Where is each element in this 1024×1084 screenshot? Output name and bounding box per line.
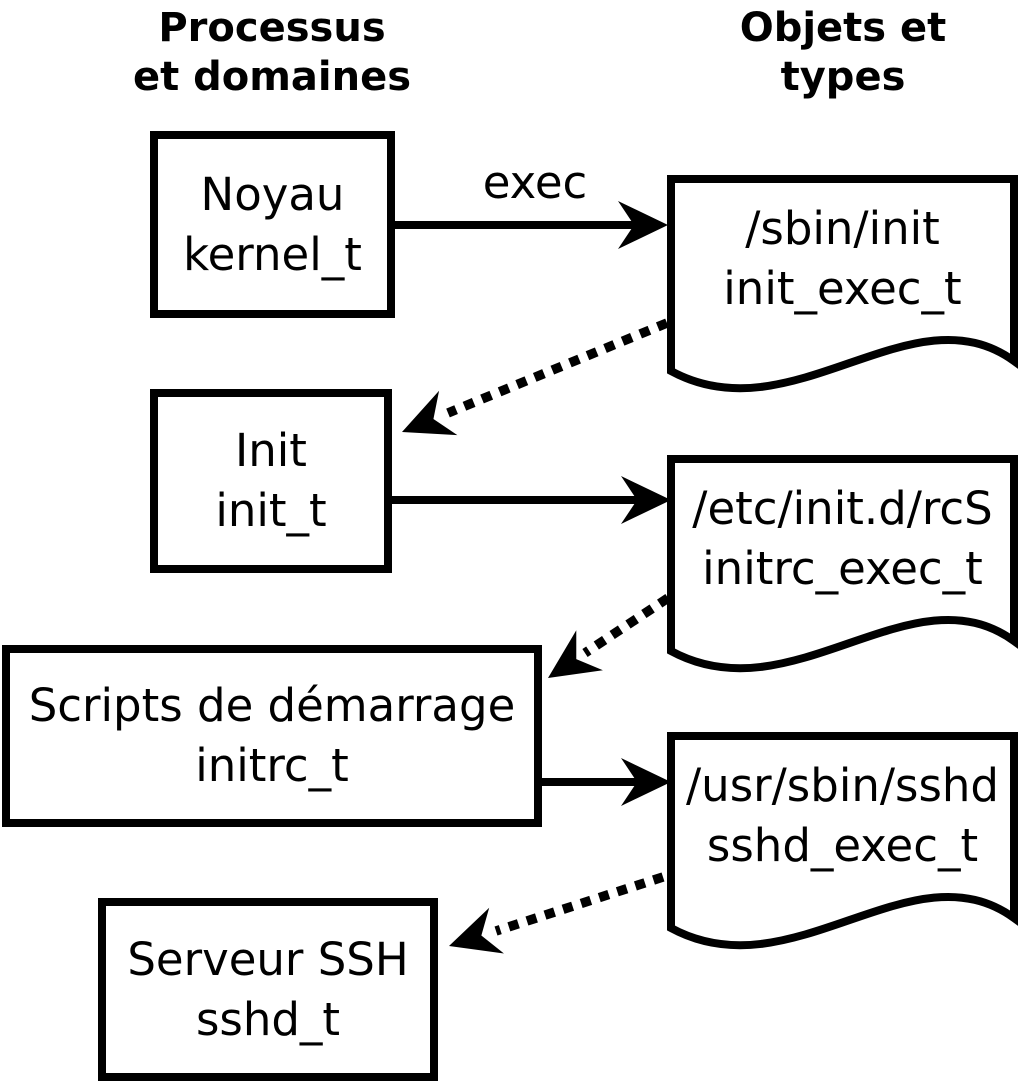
process-name: Noyau xyxy=(200,167,345,221)
process-name: Scripts de démarrage xyxy=(28,679,516,732)
process-box-kernel: Noyau kernel_t xyxy=(150,131,395,318)
process-domain: kernel_t xyxy=(183,227,362,281)
object-path: /sbin/init xyxy=(745,202,940,255)
process-domain: sshd_t xyxy=(195,992,341,1046)
object-doc-usr-sbin-sshd: /usr/sbin/sshd sshd_exec_t xyxy=(667,732,1018,964)
document-shape-icon xyxy=(667,732,1018,950)
transition-arrow-init-exec-to-init xyxy=(402,318,669,436)
exec-arrow-init-to-rcs xyxy=(388,476,671,524)
object-doc-etc-initd-rcs: /etc/init.d/rcS initrc_exec_t xyxy=(667,455,1018,687)
object-type: sshd_exec_t xyxy=(706,819,979,872)
process-domain: initrc_t xyxy=(195,739,349,792)
edge-label-exec: exec xyxy=(482,156,588,209)
object-doc-sbin-init: /sbin/init init_exec_t xyxy=(667,175,1018,407)
process-box-initrc: Scripts de démarrage initrc_t xyxy=(2,645,542,827)
object-path: /usr/sbin/sshd xyxy=(686,759,999,812)
document-shape-icon xyxy=(667,175,1018,393)
process-name: Serveur SSH xyxy=(127,932,409,986)
object-path: /etc/init.d/rcS xyxy=(692,482,993,535)
document-shape-icon xyxy=(667,455,1018,673)
process-box-init: Init init_t xyxy=(150,389,392,573)
object-type: init_exec_t xyxy=(723,262,962,315)
object-type: initrc_exec_t xyxy=(702,542,983,595)
transition-arrow-sshd-exec-to-sshd xyxy=(449,872,665,954)
process-name: Init xyxy=(235,424,307,477)
transition-arrow-initrc-exec-to-initrc xyxy=(548,594,671,678)
process-box-sshd: Serveur SSH sshd_t xyxy=(98,898,438,1081)
column-header-objects: Objets et types xyxy=(739,5,947,100)
process-domain: init_t xyxy=(215,484,327,537)
column-header-processes: Processus et domaines xyxy=(132,5,412,100)
exec-arrow-initrc-to-sshd xyxy=(538,758,671,806)
